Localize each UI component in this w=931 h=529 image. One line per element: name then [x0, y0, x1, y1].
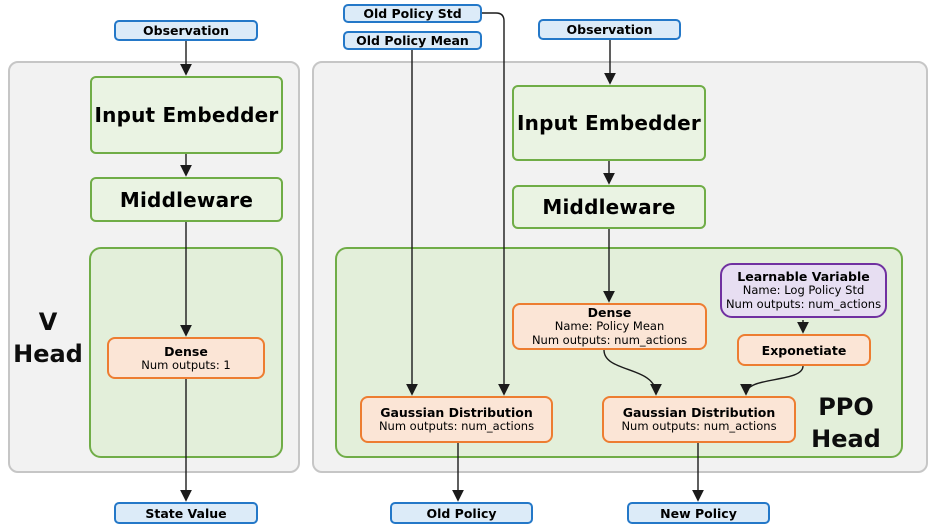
input-embedder-left-node: Input Embedder	[90, 76, 283, 154]
terminal-state-value: State Value	[114, 502, 258, 524]
dense-v-title: Dense	[164, 343, 208, 359]
dense-v-node: Dense Num outputs: 1	[107, 337, 265, 379]
terminal-observation-right: Observation	[538, 19, 681, 40]
gaussian-distribution-new-node: Gaussian Distribution Num outputs: num_a…	[602, 396, 796, 443]
exponetiate-title: Exponetiate	[761, 342, 847, 358]
gaussian-old-num-outputs: Num outputs: num_actions	[378, 419, 535, 434]
middleware-left-node: Middleware	[90, 177, 283, 222]
dense-policy-mean-num-outputs: Num outputs: num_actions	[531, 333, 688, 347]
terminal-old-policy-mean: Old Policy Mean	[343, 31, 482, 50]
gaussian-old-title: Gaussian Distribution	[380, 405, 533, 421]
learnable-variable-node: Learnable Variable Name: Log Policy Std …	[720, 263, 887, 318]
dense-v-num-outputs: Num outputs: 1	[141, 357, 231, 372]
terminal-old-policy: Old Policy	[390, 502, 533, 524]
terminal-old-policy-std: Old Policy Std	[343, 4, 482, 23]
dense-policy-mean-name: Name: Policy Mean	[554, 319, 665, 334]
v-head-label-line1: V	[38, 308, 58, 336]
learnable-variable-num-outputs: Num outputs: num_actions	[725, 297, 882, 311]
v-head-label: V Head	[10, 306, 86, 371]
ppo-head-label-line2: Head	[811, 425, 881, 454]
learnable-variable-name: Name: Log Policy Std	[742, 283, 865, 298]
gaussian-distribution-old-node: Gaussian Distribution Num outputs: num_a…	[360, 396, 553, 443]
dense-policy-mean-node: Dense Name: Policy Mean Num outputs: num…	[512, 303, 707, 350]
middleware-right-node: Middleware	[512, 185, 706, 229]
terminal-observation-left: Observation	[114, 20, 258, 41]
gaussian-new-num-outputs: Num outputs: num_actions	[621, 419, 777, 434]
terminal-new-policy: New Policy	[627, 502, 770, 524]
ppo-head-label-line1: PPO	[818, 393, 874, 421]
exponetiate-node: Exponetiate	[737, 334, 871, 366]
gaussian-new-title: Gaussian Distribution	[622, 405, 776, 421]
learnable-variable-title: Learnable Variable	[737, 269, 870, 285]
dense-policy-mean-title: Dense	[587, 305, 632, 321]
ppo-head-label: PPO Head	[800, 391, 892, 456]
v-head-label-line2: Head	[13, 340, 83, 369]
input-embedder-right-node: Input Embedder	[512, 85, 706, 161]
